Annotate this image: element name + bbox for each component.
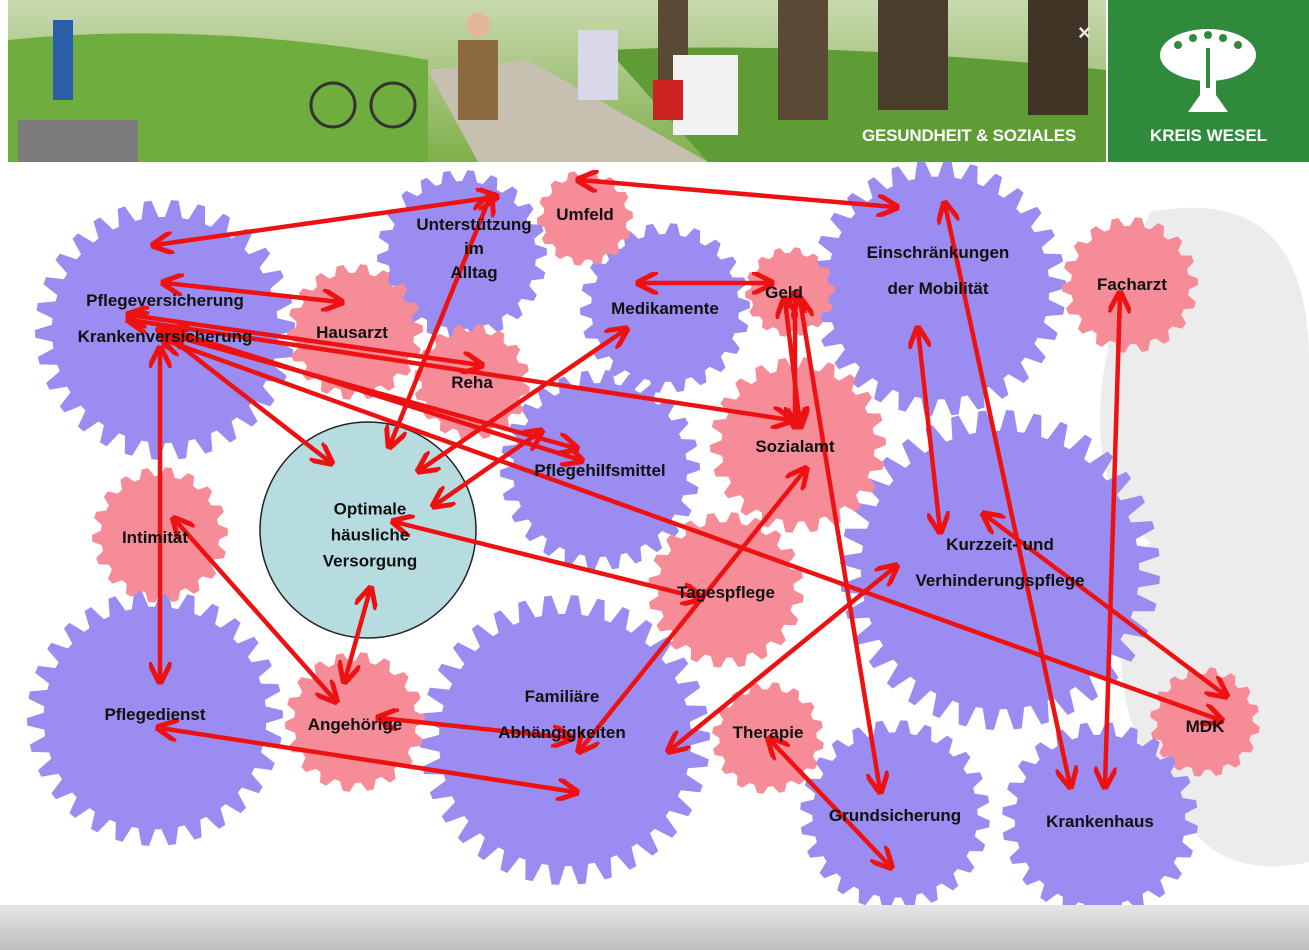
node-label-hausarzt: Hausarzt: [316, 323, 388, 342]
node-label-tagespflege: Tagespflege: [677, 583, 775, 602]
connection-arrow: [670, 567, 895, 750]
node-label-therapie: Therapie: [733, 723, 804, 742]
footer-bar: [0, 905, 1309, 950]
connection-arrow: [918, 330, 940, 530]
connection-arrow: [345, 590, 370, 680]
tree-logo-icon: [1160, 29, 1256, 112]
node-label-pflegehilfsmittel: Pflegehilfsmittel: [534, 461, 665, 480]
node-label-umfeld: Umfeld: [556, 205, 614, 224]
connection-arrow: [985, 515, 1225, 695]
connection-arrow: [770, 740, 890, 866]
node-label-geld: Geld: [765, 283, 803, 302]
node-label-facharzt: Facharzt: [1097, 275, 1167, 294]
connection-arrow: [390, 197, 490, 445]
connection-arrow: [165, 283, 340, 302]
node-label-sozialamt: Sozialamt: [755, 437, 835, 456]
node-label-pflegedienst: Pflegedienst: [104, 705, 205, 724]
header-banner: GESUNDHEIT & SOZIALES × KREIS WESEL: [0, 0, 1309, 162]
node-label-intimitaet: Intimität: [122, 528, 188, 547]
node-label-grundsicherung: Grundsicherung: [829, 806, 961, 825]
section-label: GESUNDHEIT & SOZIALES: [862, 126, 1076, 145]
brand-logo-box: KREIS WESEL: [1108, 0, 1309, 162]
connection-arrow: [160, 728, 575, 792]
header-photo: [8, 0, 1106, 162]
connection-arrow: [580, 180, 895, 207]
close-icon[interactable]: ×: [1078, 20, 1091, 45]
node-label-reha: Reha: [451, 373, 493, 392]
node-label-medikamente: Medikamente: [611, 299, 719, 318]
node-label-mdk: MDK: [1186, 717, 1225, 736]
connection-arrow: [175, 520, 335, 700]
node-label-angehoerige: Angehörige: [308, 715, 402, 734]
connection-arrow: [380, 718, 570, 738]
connection-arrow: [435, 432, 540, 505]
node-label-krankenhaus: Krankenhaus: [1046, 812, 1154, 831]
brand-name: KREIS WESEL: [1149, 126, 1268, 145]
